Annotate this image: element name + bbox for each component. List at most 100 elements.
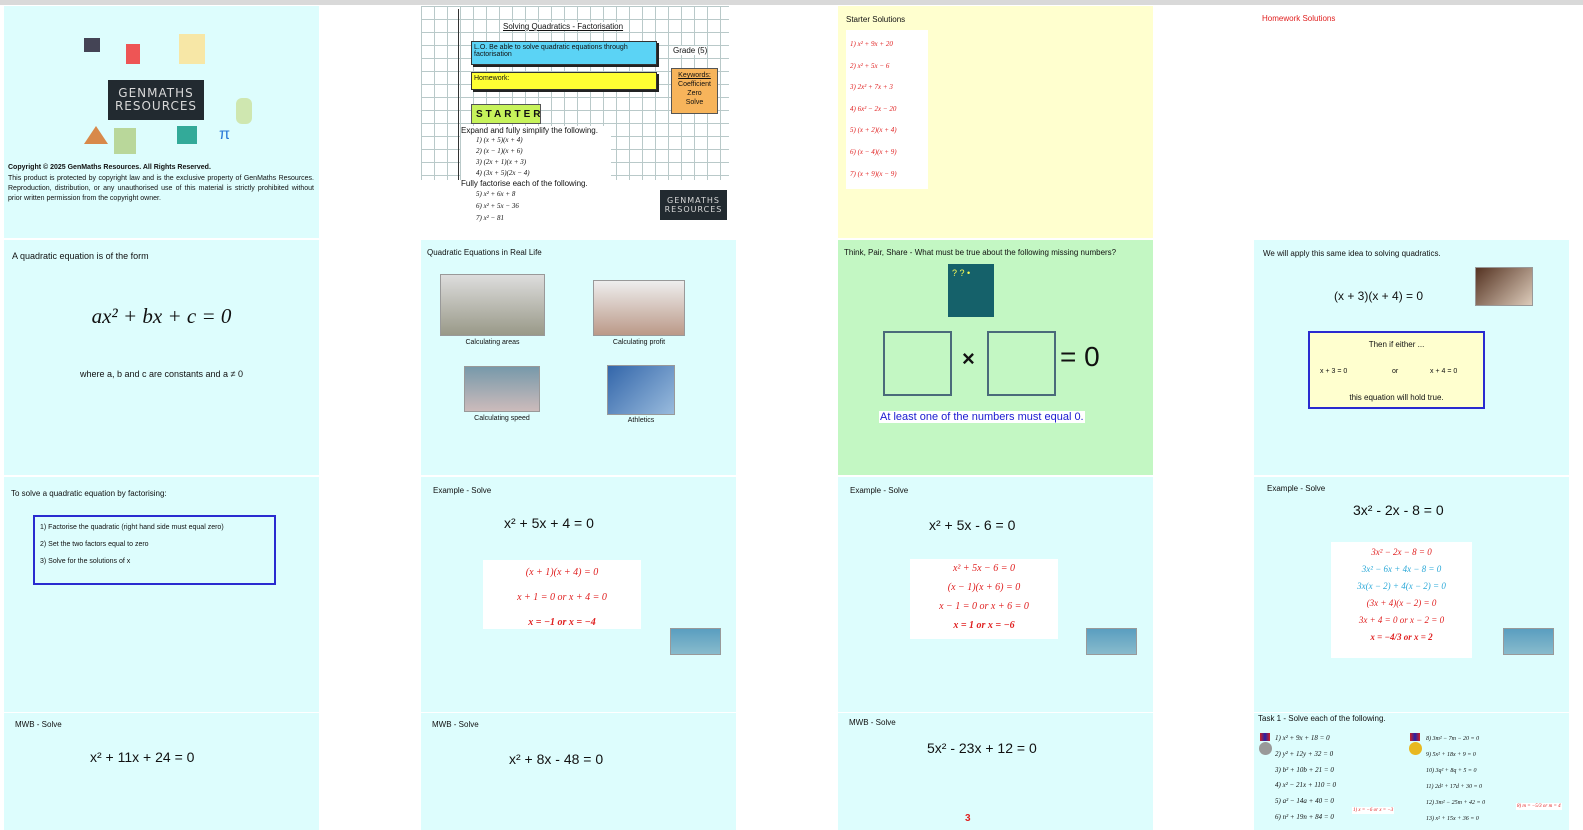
slide-3-starter-solutions[interactable]: Starter Solutions 1) x² + 9x + 20 2) x² … <box>838 6 1153 238</box>
slide-14-mwb[interactable]: MWB - Solve x² + 8x - 48 = 0 <box>421 713 736 830</box>
solution: 7) (x + 9)(x − 9) <box>850 169 897 178</box>
then-text: Then if either ... <box>1368 340 1425 349</box>
slide-title: MWB - Solve <box>15 720 62 729</box>
task-question: 5) a² − 14a + 40 = 0 <box>1275 797 1334 806</box>
constants-note: where a, b and c are constants and a ≠ 0 <box>79 369 244 379</box>
starter-questions: Expand and fully simplify the following.… <box>461 126 611 236</box>
slide-12-example[interactable]: Example - Solve 3x² - 2x - 8 = 0 3x² − 2… <box>1254 477 1569 712</box>
image-caption: Calculating profit <box>612 339 666 346</box>
solution-step: x = −4/3 or x = 2 <box>1370 632 1433 642</box>
athletics-image <box>607 365 675 415</box>
starter-label: STARTER <box>471 104 541 124</box>
task-question: 10) 3q² + 8q + 5 = 0 <box>1426 768 1477 774</box>
task-questions-left: 1) x² + 9x + 18 = 0 2) y² + 12y + 32 = 0… <box>1275 731 1336 826</box>
slide-6-real-life[interactable]: Quadratic Equations in Real Life Calcula… <box>421 240 736 475</box>
slide-4-homework-solutions[interactable]: Homework Solutions <box>1254 6 1569 238</box>
answer-label: 1) x = −6 or x = −3 <box>1352 807 1395 814</box>
slide-title: Starter Solutions <box>846 15 906 24</box>
slide-11-example[interactable]: Example - Solve x² + 5x - 6 = 0 x² + 5x … <box>838 477 1153 712</box>
solution-step: x − 1 = 0 or x + 6 = 0 <box>939 601 1029 612</box>
task-question: 3) b² + 10b + 21 = 0 <box>1275 765 1334 774</box>
slide-5-quadratic-form[interactable]: A quadratic equation is of the form ax² … <box>4 240 319 475</box>
task-question: 1) x² + 9x + 18 = 0 <box>1275 734 1330 742</box>
slide-title: Think, Pair, Share - What must be true a… <box>844 248 1117 257</box>
profit-chart-image <box>593 280 685 336</box>
slide-13-mwb[interactable]: MWB - Solve x² + 11x + 24 = 0 <box>4 713 319 830</box>
kayak-image <box>464 366 540 412</box>
red-marker: 3 <box>965 813 971 824</box>
solution-step: x = −1 or x = −4 <box>528 617 596 628</box>
equation: (x + 3)(x + 4) = 0 <box>1334 289 1424 303</box>
slide-9-method[interactable]: To solve a quadratic equation by factori… <box>4 477 319 712</box>
question: 6) x² + 5x − 36 <box>476 202 519 210</box>
silver-medal-icon <box>1259 742 1272 755</box>
solution-step: x + 1 = 0 or x + 4 = 0 <box>517 592 607 603</box>
slide-title: Quadratic Equations in Real Life <box>427 248 542 257</box>
conclusion-text: this equation will hold true. <box>1349 393 1444 402</box>
pi-icon: π <box>219 126 231 143</box>
equation-beads-image <box>1086 628 1137 655</box>
thinking-heads-icon: ? ? • <box>948 264 994 317</box>
task-question: 12) 3m² − 25m + 42 = 0 <box>1426 800 1486 806</box>
missing-number-box <box>987 331 1056 396</box>
learning-objective: L.O. Be able to solve quadratic equation… <box>471 41 657 65</box>
worked-solution: 3x² − 2x − 8 = 0 3x² − 6x + 4x − 8 = 0 3… <box>1331 542 1472 658</box>
slide-10-example[interactable]: Example - Solve x² + 5x + 4 = 0 (x + 1)(… <box>421 477 736 712</box>
equation: x² + 5x - 6 = 0 <box>929 517 1016 533</box>
image-caption: Calculating speed <box>474 415 530 422</box>
slide-1-title[interactable]: π GENMATHS RESOURCES Copyright © 2025 Ge… <box>4 6 319 238</box>
gold-medal-icon <box>1409 742 1422 755</box>
slide-2-starter[interactable]: Solving Quadratics - Factorisation L.O. … <box>421 6 736 238</box>
genmaths-logo: GENMATHS RESOURCES <box>660 190 727 220</box>
bedroom-image <box>440 274 545 336</box>
factorise-heading: Fully factorise each of the following. <box>461 179 588 188</box>
intro-text: A quadratic equation is of the form <box>12 251 149 261</box>
equals-zero: = 0 <box>1060 341 1100 372</box>
slide-16-task[interactable]: Task 1 - Solve each of the following. 1)… <box>1254 713 1569 830</box>
slide-8-apply-idea[interactable]: We will apply this same idea to solving … <box>1254 240 1569 475</box>
homework-box: Homework: <box>471 72 657 90</box>
slide-title: Homework Solutions <box>1262 14 1336 23</box>
task-question: 2) y² + 12y + 32 = 0 <box>1275 749 1334 758</box>
paper-pen-image <box>1475 267 1533 306</box>
task-question: 6) n² + 19n + 84 = 0 <box>1275 812 1334 821</box>
factor-equation: x + 3 = 0 <box>1320 368 1348 375</box>
medal-ribbon-icon <box>1410 733 1420 741</box>
grid-icon <box>114 128 136 154</box>
question: 4) (3x + 5)(2x − 4) <box>476 169 530 177</box>
solution: 4) 6x² − 2x − 20 <box>850 104 897 113</box>
top-bar <box>0 0 1583 5</box>
grade-label: Grade (5) <box>673 46 708 55</box>
task-question: 9) 5x² + 18x + 9 = 0 <box>1426 752 1476 758</box>
keyword: Coefficient <box>678 81 711 88</box>
genmaths-logo: GENMATHS RESOURCES <box>108 80 204 120</box>
logo-text: GENMATHS RESOURCES <box>664 196 723 214</box>
solution: 2) x² + 5x − 6 <box>850 61 890 70</box>
question: 7) x² − 81 <box>476 214 505 222</box>
medal-ribbon-icon <box>1260 733 1270 741</box>
task-question: 4) x² − 21x + 110 = 0 <box>1275 781 1337 790</box>
slide-7-think-pair-share[interactable]: Think, Pair, Share - What must be true a… <box>838 240 1153 475</box>
keyword: Zero <box>687 90 702 97</box>
equation: 3x² - 2x - 8 = 0 <box>1353 502 1444 518</box>
cylinder-icon <box>236 98 252 124</box>
expand-heading: Expand and fully simplify the following. <box>461 126 598 135</box>
slide-15-mwb[interactable]: MWB - Solve 5x² - 23x + 12 = 0 3 <box>838 713 1153 830</box>
question: 1) (x + 5)(x + 4) <box>476 136 523 144</box>
slide-title: MWB - Solve <box>432 720 479 729</box>
or-text: or <box>1392 368 1399 375</box>
equation: x² + 5x + 4 = 0 <box>504 515 594 531</box>
equation: x² + 11x + 24 = 0 <box>90 749 195 765</box>
solution: 3) 2x² + 7x + 3 <box>850 83 893 92</box>
slide-title: We will apply this same idea to solving … <box>1263 249 1441 258</box>
solution-step: 3x(x − 2) + 4(x − 2) = 0 <box>1357 581 1446 591</box>
graph-paper-icon <box>179 34 205 64</box>
step: 3) Solve for the solutions of x <box>40 558 131 565</box>
task-question: 13) x² + 15x + 36 = 0 <box>1426 816 1479 822</box>
question: 5) x² + 6x + 8 <box>476 190 516 198</box>
factor-equation: x + 4 = 0 <box>1430 368 1458 375</box>
answer-label: 8) m = −5/3 or m = 4 <box>1516 803 1562 810</box>
worked-solution: (x + 1)(x + 4) = 0 x + 1 = 0 or x + 4 = … <box>483 560 641 629</box>
task-question: 11) 2d² + 17d + 30 = 0 <box>1426 784 1482 790</box>
solution-step: x = 1 or x = −6 <box>953 620 1015 631</box>
